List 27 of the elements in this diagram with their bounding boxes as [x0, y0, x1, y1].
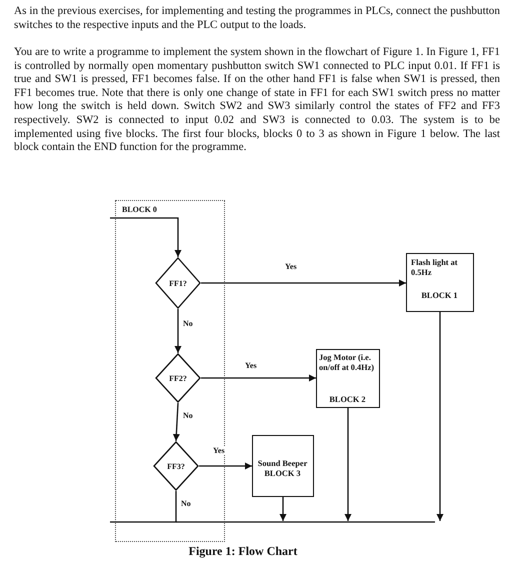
- edge-label: No: [182, 319, 194, 328]
- paragraph: As in the previous exercises, for implementing and testing the programmes in PLCs, connect the pushbutton switches to the respective inputs and the PLC output to the loads.: [14, 5, 500, 32]
- arrow: [201, 374, 316, 382]
- connector-line: [110, 491, 177, 523]
- block-region: [115, 200, 225, 542]
- decision-diamond: FF3?: [153, 441, 199, 491]
- edge-label: Yes: [284, 262, 298, 271]
- arrow: [280, 497, 286, 521]
- arrow: [174, 309, 182, 353]
- decision-diamond: FF1?: [155, 257, 201, 309]
- process-box: Flash light at 0.5Hz BLOCK 1: [406, 253, 474, 312]
- arrow: [344, 408, 352, 521]
- figure-caption: Figure 1: Flow Chart: [188, 544, 298, 559]
- arrow: [172, 402, 180, 442]
- arrow: [199, 462, 252, 470]
- process-box: Sound Beeper BLOCK 3: [252, 435, 314, 497]
- arrow: [201, 280, 406, 286]
- arrow: [110, 217, 182, 257]
- arrow: [436, 312, 444, 521]
- edge-label: Yes: [244, 361, 258, 370]
- paragraph: You are to write a programme to implement the system shown in the flowchart of Figure 1. In Figure 1, FF1 is controlled by normally open momentary pushbutton switch SW1 connected to PLC input 0.01. If FF1 is true and SW1 is pressed, FF1 becomes false. If on the other hand FF1 is false when SW1 is pressed, then FF1 becomes true. Note that there is only one change of state in FF1 for each SW1 switch press no matter how long the switch is held down. Switch SW2 and SW3 similarly control the states of FF2 and FF3 respectively. SW2 is connected to input 0.02 and SW3 is connected to 0.03. The system is to be implemented using five blocks. The first four blocks, blocks 0 to 3 as shown in Figure 1 below. The last block contain the END function for the programme.: [14, 46, 500, 155]
- decision-diamond: FF2?: [155, 353, 201, 403]
- process-box: Jog Motor (i.e. on/off at 0.4Hz) BLOCK 2: [316, 349, 380, 408]
- edge-label: No: [180, 499, 192, 508]
- edge-label: No: [182, 411, 194, 420]
- edge-label: Yes: [212, 446, 226, 455]
- block-title: BLOCK 0: [122, 205, 157, 214]
